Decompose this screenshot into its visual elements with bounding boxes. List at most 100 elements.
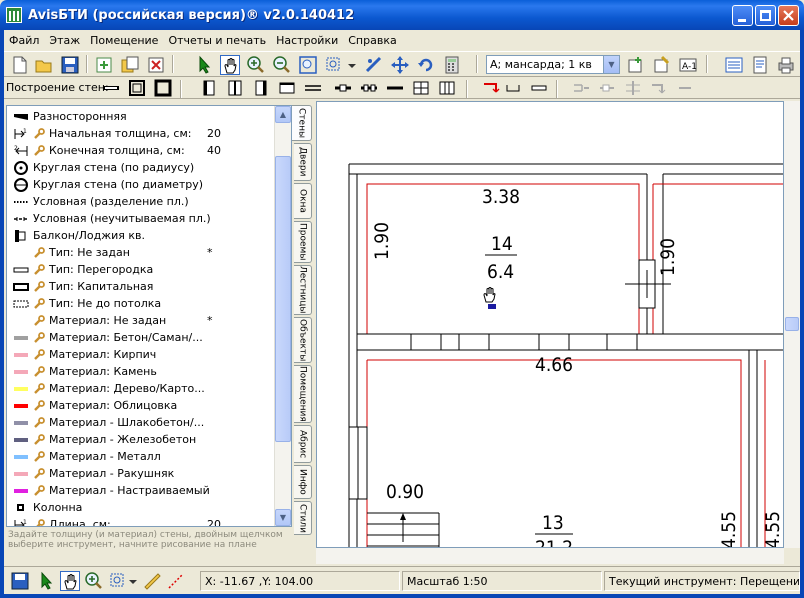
status-save-icon[interactable] [10,571,30,591]
chevron-down-icon[interactable]: ▼ [603,56,619,73]
scroll-thumb[interactable] [275,156,291,442]
preview-icon[interactable] [750,55,770,75]
floor-plan-drawing[interactable]: 3.38 1.90 1.90 14 6.4 4.66 0.90 13 21.2 … [317,102,784,548]
wall-align-d-icon[interactable] [650,79,668,97]
calculator-icon[interactable] [442,55,462,75]
wall-grid-icon[interactable] [412,79,430,97]
canvas-vertical-scrollbar[interactable] [784,101,800,548]
wall-list-item[interactable]: Материал - Ракушняк [7,465,277,482]
wall-align-a-icon[interactable] [572,79,590,97]
scroll-up-icon[interactable]: ▲ [275,106,291,123]
status-zoom-window-icon[interactable] [108,571,128,591]
wall-list-item-value[interactable]: 20 [207,518,221,527]
wall-list-item-value[interactable]: 40 [207,144,221,157]
wall-thin-icon[interactable] [102,79,120,97]
wall-center-icon[interactable] [226,79,244,97]
floor-select[interactable]: А; мансарда; 1 кв ▼ [486,55,620,74]
floor-plan-canvas[interactable]: 3.38 1.90 1.90 14 6.4 4.66 0.90 13 21.2 … [316,101,784,548]
wall-align-c-icon[interactable] [624,79,642,97]
wall-list-item[interactable]: Тип: Капитальная [7,278,277,295]
tab-info[interactable]: Инфо [294,465,312,499]
title-bar[interactable]: AvisБТИ (российская версия)® v2.0.140412 [0,0,804,30]
canvas-horizontal-scrollbar[interactable] [316,548,784,564]
add-room-icon[interactable] [626,55,646,75]
ruler-icon[interactable] [142,571,162,591]
close-button[interactable] [778,5,799,26]
tab-windows[interactable]: Окна [294,183,312,219]
wall-list-item[interactable]: Материал: Камень [7,363,277,380]
wall-list-item[interactable]: Материал: Бетон/Саман/... [7,329,277,346]
wall-flat-icon[interactable] [530,79,548,97]
wall-list-item[interactable]: Тип: Перегородка [7,261,277,278]
move-arrows-icon[interactable] [390,55,410,75]
menu-room[interactable]: Помещение [90,33,159,47]
zoom-window-icon[interactable] [324,55,344,75]
wall-list-item[interactable]: Материал: Не задан* [7,312,277,329]
edit-room-icon[interactable] [652,55,672,75]
wall-list-item[interactable]: Разносторонняя [7,108,277,125]
copy-floor-icon[interactable] [120,55,140,75]
tab-doors[interactable]: Двери [294,143,312,181]
pan-hand-icon[interactable] [220,55,240,75]
scroll-down-icon[interactable]: ▼ [275,509,291,526]
wall-align-b-icon[interactable] [598,79,616,97]
wall-split-icon[interactable] [304,79,322,97]
wall-seg-b-icon[interactable] [360,79,378,97]
status-zoom-dropdown-icon[interactable] [128,571,138,591]
wall-list-item[interactable]: Круглая стена (по диаметру) [7,176,277,193]
wall-list-item[interactable]: Материал: Кирпич [7,346,277,363]
tab-rooms[interactable]: Помещения [294,365,312,423]
menu-help[interactable]: Справка [348,33,397,47]
wall-seg-a-icon[interactable] [334,79,352,97]
wall-list-item[interactable]: Материал: Дерево/Карто... [7,380,277,397]
wall-list-item[interactable]: Тип: Не задан* [7,244,277,261]
wall-rect-icon[interactable] [128,79,146,97]
wall-list-item[interactable]: Тип: Не до потолка [7,295,277,312]
wall-open-icon[interactable] [504,79,522,97]
wall-list-item[interactable]: Материал: Облицовка [7,397,277,414]
wall-list-item[interactable]: Условная (разделение пл.) [7,193,277,210]
menu-reports[interactable]: Отчеты и печать [168,33,267,47]
wall-right-icon[interactable] [252,79,270,97]
wall-align-e-icon[interactable] [676,79,694,97]
wall-top-icon[interactable] [278,79,296,97]
print-icon[interactable] [776,55,796,75]
status-pointer-icon[interactable] [36,571,56,591]
wall-list-item[interactable]: Материал - Шлакобетон/... [7,414,277,431]
tab-stairs[interactable]: Лестницы [294,265,312,315]
tab-objects[interactable]: Объекты [294,317,312,363]
wall-left-icon[interactable] [200,79,218,97]
zoom-in-icon[interactable] [246,55,266,75]
list-view-icon[interactable] [724,55,744,75]
minimize-button[interactable] [732,5,753,26]
tab-styles[interactable]: Стили [294,501,312,535]
wall-red-icon[interactable] [482,79,500,97]
new-floor-icon[interactable] [94,55,114,75]
wall-list-item[interactable]: Балкон/Лоджия кв. [7,227,277,244]
wall-list-scrollbar[interactable]: ▲▼ [274,106,291,526]
open-folder-icon[interactable] [34,55,54,75]
menu-floor[interactable]: Этаж [49,33,81,47]
wall-list-item[interactable]: Колонна [7,499,277,516]
status-zoom-in-icon[interactable] [84,571,104,591]
wall-seg-c-icon[interactable] [386,79,404,97]
canvas-vscroll-thumb[interactable] [785,317,799,331]
delete-floor-icon[interactable] [146,55,166,75]
tab-walls[interactable]: Стены [292,105,312,141]
wall-list-item[interactable]: Условная (неучитываемая пл.) [7,210,277,227]
wall-grid2-icon[interactable] [438,79,456,97]
wall-list-item[interactable]: Материал - Металл [7,448,277,465]
zoom-fit-icon[interactable] [298,55,318,75]
new-file-icon[interactable] [10,55,30,75]
tab-openings[interactable]: Проемы [294,221,312,263]
wall-list-item[interactable]: Материал - Настраиваемый [7,482,277,499]
save-icon[interactable] [60,55,80,75]
room-label-icon[interactable]: A-1 [678,55,698,75]
wall-frame-icon[interactable] [154,79,172,97]
rotate-icon[interactable] [416,55,436,75]
status-hand-icon[interactable] [60,571,80,591]
menu-file[interactable]: Файл [9,33,40,47]
menu-settings[interactable]: Настройки [276,33,339,47]
